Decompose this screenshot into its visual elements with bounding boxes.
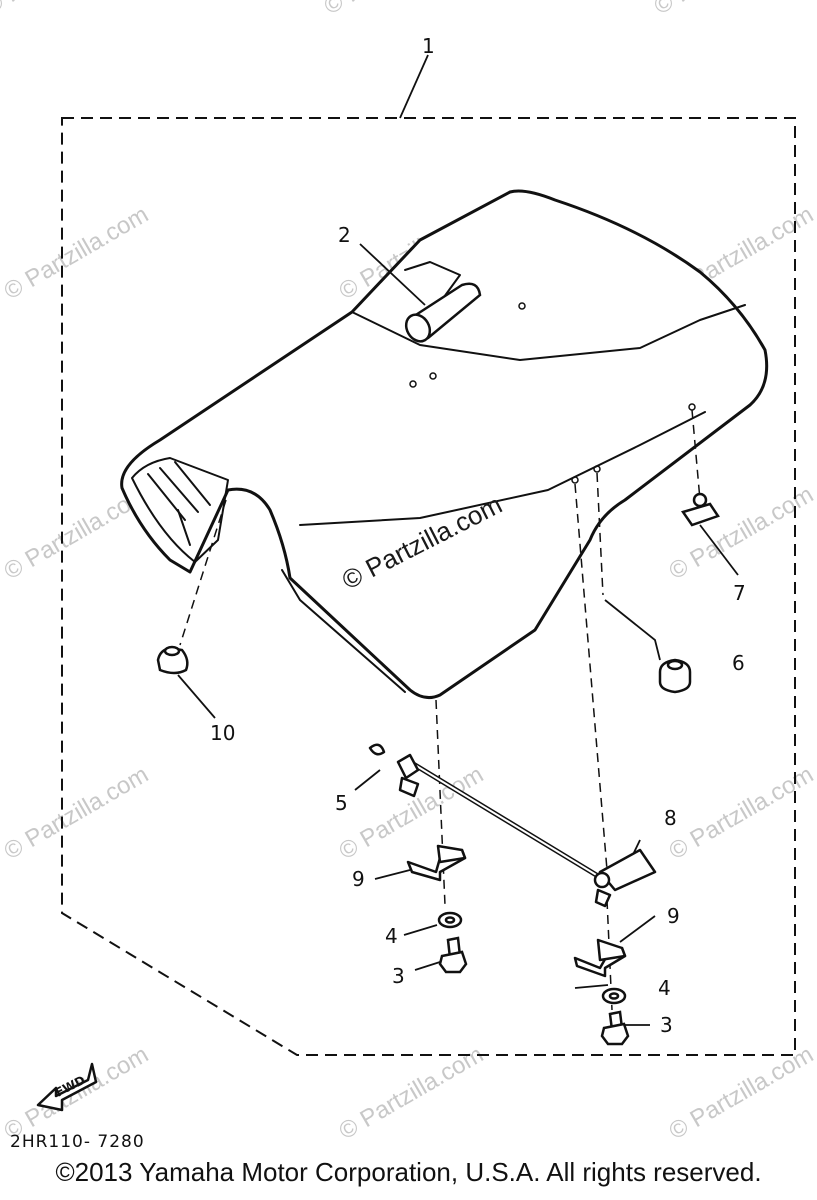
mount-hole: [409, 380, 417, 388]
watermark-text: © Partzilla.com: [665, 1041, 817, 1145]
watermark-text: © Partzilla.com: [320, 0, 474, 20]
nut-clip: [680, 492, 720, 527]
watermark-text: © Partzilla.com: [335, 1041, 489, 1145]
watermark-text: © Partzilla.com: [0, 761, 153, 865]
bracket: [406, 844, 467, 882]
copyright-notice: ©2013 Yamaha Motor Corporation, U.S.A. A…: [55, 1157, 762, 1187]
rubber-damper: [156, 645, 189, 675]
seat-outline: [120, 189, 769, 700]
assembly-dashed-boundary: [61, 117, 796, 1056]
seat-inner-well: [131, 457, 229, 563]
callout-9: 9: [352, 867, 365, 891]
washer: [437, 911, 463, 929]
watermark-text: © Partzilla.com: [335, 761, 489, 865]
callout-10: 10: [210, 721, 235, 745]
leader-lines: [177, 54, 739, 1026]
grab-handle: [404, 282, 482, 343]
mount-hole: [429, 372, 437, 380]
mount-hole: [571, 476, 579, 484]
seat-illustration: [120, 189, 769, 700]
seat-well-rib: [177, 509, 191, 546]
watermark-text: © Partzilla.com: [650, 0, 804, 20]
callout-2: 2: [338, 223, 351, 247]
bolt: [600, 1010, 630, 1046]
callout-6: 6: [732, 651, 745, 675]
bolt: [438, 936, 468, 974]
seat-lower-edge: [281, 569, 406, 693]
seat-ridge-line: [351, 304, 746, 361]
callout-4: 4: [658, 976, 671, 1000]
mount-hole: [518, 302, 526, 310]
bracket: [573, 938, 627, 978]
callout-3: 3: [660, 1013, 673, 1037]
callout-numbers: 1 2 6 7 10 5 8 9 9 4 3 4 3: [210, 34, 746, 1037]
callout-8: 8: [664, 806, 677, 830]
callout-7: 7: [733, 581, 746, 605]
callout-9: 9: [667, 904, 680, 928]
callout-3: 3: [392, 964, 405, 988]
washer: [601, 987, 627, 1005]
mount-hole: [593, 465, 601, 473]
callout-1: 1: [422, 34, 435, 58]
diagram-code: 2HR110- 7280: [10, 1132, 145, 1152]
callout-4: 4: [385, 924, 398, 948]
seat-well-rib: [174, 461, 211, 506]
watermark-text: © Partzilla.com: [0, 0, 133, 20]
watermark-text: © Partzilla.com: [0, 201, 153, 305]
lock-assembly: [368, 743, 657, 908]
seat-side-contour: [299, 411, 706, 526]
grommet: [658, 658, 692, 694]
callout-5: 5: [335, 791, 348, 815]
seat-well-rib: [159, 467, 199, 513]
